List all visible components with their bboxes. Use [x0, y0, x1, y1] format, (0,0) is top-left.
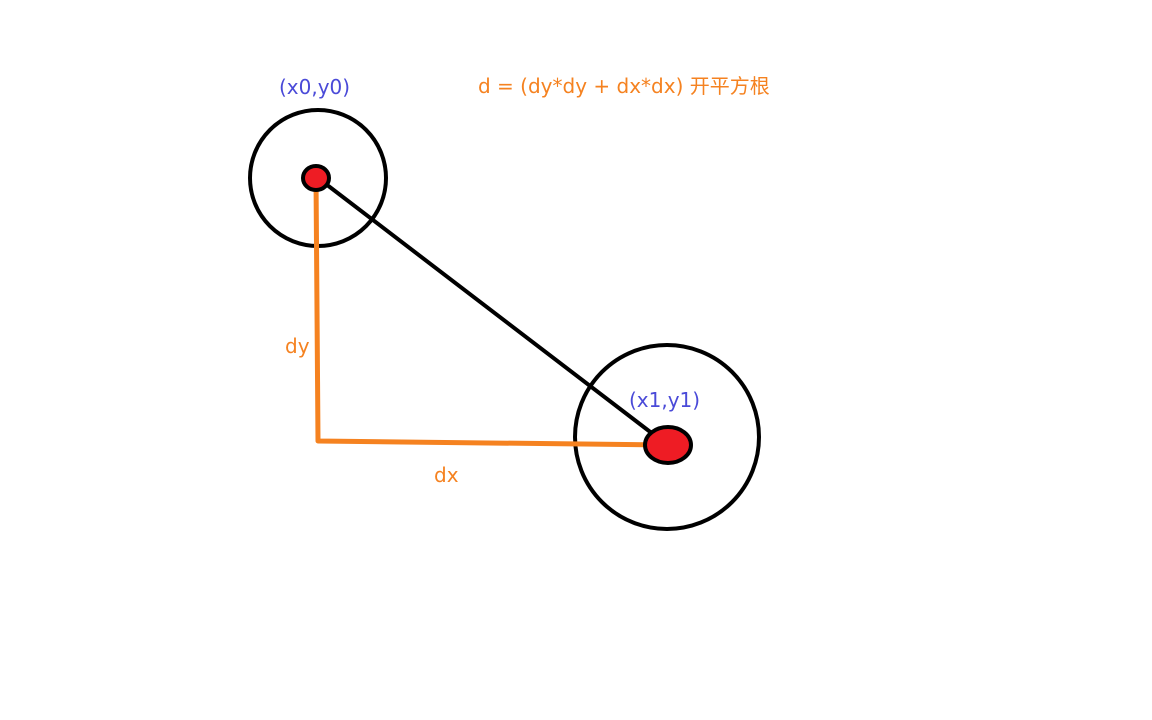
point-1-label: (x1,y1)	[629, 388, 700, 412]
outer-circle-1	[573, 343, 761, 531]
distance-line	[316, 176, 668, 446]
dy-dx-legs	[313, 177, 667, 448]
point-1-dot	[643, 425, 693, 465]
point-0-dot	[301, 164, 331, 192]
formula-text: d = (dy*dy + dx*dx) 开平方根	[478, 74, 770, 98]
point-0-label: (x0,y0)	[279, 75, 350, 99]
dx-label: dx	[434, 463, 459, 487]
dy-label: dy	[285, 334, 310, 358]
